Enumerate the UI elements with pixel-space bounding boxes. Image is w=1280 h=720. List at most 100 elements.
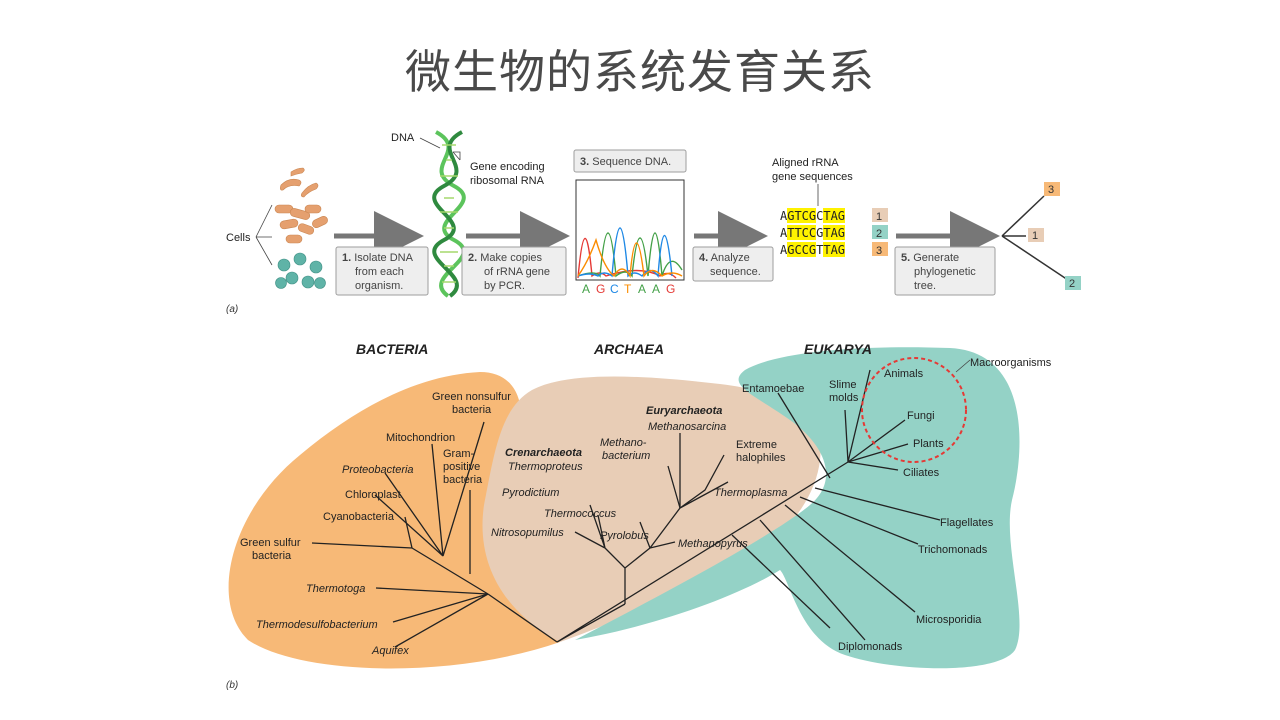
label-plants: Plants <box>913 438 944 450</box>
step-2-line-1: Make copies <box>480 252 542 264</box>
eukarya-region <box>575 347 1020 669</box>
domain-archaea: ARCHAEA <box>593 341 664 357</box>
sequence-3-badge <box>872 242 888 256</box>
label-gram-positive-1: Gram- <box>443 448 475 460</box>
archaea-region <box>482 376 821 642</box>
step-2-line-3: by PCR. <box>484 280 525 292</box>
domain-eukarya: EUKARYA <box>804 341 872 357</box>
label-gram-positive: Gram- positive bacteria <box>443 448 483 486</box>
sequence-3-id: 3 <box>876 245 882 257</box>
label-green-nonsulfur-1: Green nonsulfur <box>432 391 511 403</box>
label-microsporidia: Microsporidia <box>916 614 982 626</box>
domain-bacteria: BACTERIA <box>356 341 428 357</box>
tree-leaf-2-badge <box>1065 276 1081 290</box>
label-pyrodictium: Pyrodictium <box>502 487 559 499</box>
gene-label-line-2: ribosomal RNA <box>470 175 545 187</box>
tree-leaf-3: 3 <box>1048 184 1054 196</box>
step-1-line-3: organism. <box>355 280 403 292</box>
step-5-line-1: Generate <box>913 252 959 264</box>
base-1: A <box>582 282 590 296</box>
label-methanosarcina: Methanosarcina <box>648 421 726 433</box>
caption-a: (a) <box>226 304 238 315</box>
tree-leaf-3-badge <box>1044 182 1060 196</box>
label-methanopyrus: Methanopyrus <box>678 538 748 550</box>
label-slime-molds: Slime molds <box>829 379 860 404</box>
label-nitrosopumilus: Nitrosopumilus <box>491 527 564 539</box>
sequence-1: AGTCGCTAG <box>780 209 845 223</box>
macroorganisms-pointer <box>955 359 971 373</box>
tree-leaf-2: 2 <box>1069 278 1075 290</box>
label-chloroplast: Chloroplast <box>345 489 401 501</box>
label-ciliates: Ciliates <box>903 467 940 479</box>
step-1-line-1: Isolate DNA <box>354 252 413 264</box>
step-3-line-1: Sequence DNA. <box>592 156 671 168</box>
label-methanobacterium-2: bacterium <box>602 450 650 462</box>
step-1-num: 1. <box>342 252 351 264</box>
label-thermodesulfobacterium: Thermodesulfobacterium <box>256 619 378 631</box>
label-aquifex: Aquifex <box>371 645 409 657</box>
aligned-label: Aligned rRNA gene sequences <box>772 157 853 183</box>
label-crenarchaeota: Crenarchaeota <box>505 447 582 459</box>
panel-b: BACTERIA ARCHAEA EUKARYA <box>226 341 1052 691</box>
tree-leaf-1: 1 <box>1032 230 1038 242</box>
step-4-num: 4. <box>699 252 708 264</box>
rod-cells-icon <box>274 167 328 244</box>
base-4: T <box>624 282 632 296</box>
sequence-2-id: 2 <box>876 228 882 240</box>
label-green-sulfur-1: Green sulfur <box>240 537 301 549</box>
base-6: A <box>652 282 660 296</box>
gene-bracket <box>452 151 461 161</box>
step-1-line-2: from each <box>355 266 404 278</box>
base-7: G <box>666 282 675 296</box>
base-2: G <box>596 282 605 296</box>
cells-bracket <box>255 204 273 266</box>
step-5-box <box>894 246 996 296</box>
step-2-label: 2. Make copies of rRNA gene by PCR. <box>468 252 553 292</box>
aligned-label-line-1: Aligned rRNA <box>772 157 839 169</box>
label-extreme-halophiles-2: halophiles <box>736 452 786 464</box>
panel-a: Cells 1. Isolate D <box>226 130 1081 315</box>
step-3-num: 3. <box>580 156 589 168</box>
cocci-cells-icon <box>275 252 326 289</box>
step-1-label: 1. Isolate DNA from each organism. <box>342 252 415 292</box>
step-2-num: 2. <box>468 252 477 264</box>
label-thermotoga: Thermotoga <box>306 583 365 595</box>
sequence-highlights <box>787 208 845 257</box>
base-5: A <box>638 282 646 296</box>
tree-leaf-1-badge <box>1028 228 1044 242</box>
tree-branches <box>311 369 941 648</box>
step-4-line-2: sequence. <box>710 266 761 278</box>
step-3-label: 3. Sequence DNA. <box>580 156 671 168</box>
macroorganisms-circle <box>861 357 967 463</box>
label-slime-molds-2: molds <box>829 392 859 404</box>
step-5-label: 5. Generate phylogenetic tree. <box>901 252 979 292</box>
label-green-nonsulfur: Green nonsulfur bacteria <box>432 391 514 416</box>
label-euryarchaeota: Euryarchaeota <box>646 405 722 417</box>
label-entamoebae: Entamoebae <box>742 383 804 395</box>
chromatogram-frame <box>575 179 685 281</box>
cells-label: Cells <box>226 232 251 244</box>
step-2-box <box>461 246 567 296</box>
label-green-nonsulfur-2: bacteria <box>452 404 492 416</box>
label-gram-positive-3: bacteria <box>443 474 483 486</box>
step-5-line-3: tree. <box>914 280 936 292</box>
step-1-box <box>335 246 429 296</box>
gene-label: Gene encoding ribosomal RNA <box>470 161 548 187</box>
label-thermoplasma: Thermoplasma <box>714 487 787 499</box>
sequence-1-id: 1 <box>876 211 882 223</box>
label-extreme-halophiles-1: Extreme <box>736 439 777 451</box>
base-3: C <box>610 282 619 296</box>
label-mitochondrion: Mitochondrion <box>386 432 455 444</box>
page-title: 微生物的系统发育关系 <box>405 45 875 99</box>
aligned-label-line-2: gene sequences <box>772 171 853 183</box>
step-2-line-2: of rRNA gene <box>484 266 550 278</box>
sequence-3: AGCCGTTAG <box>780 243 845 257</box>
step-4-box <box>692 246 774 282</box>
dna-pointer <box>419 137 441 149</box>
label-extreme-halophiles: Extreme halophiles <box>736 439 786 464</box>
label-cyanobacteria: Cyanobacteria <box>323 511 395 523</box>
gene-label-line-1: Gene encoding <box>470 161 545 173</box>
label-pyrolobus: Pyrolobus <box>600 530 649 542</box>
step-5-line-2: phylogenetic <box>914 266 976 278</box>
